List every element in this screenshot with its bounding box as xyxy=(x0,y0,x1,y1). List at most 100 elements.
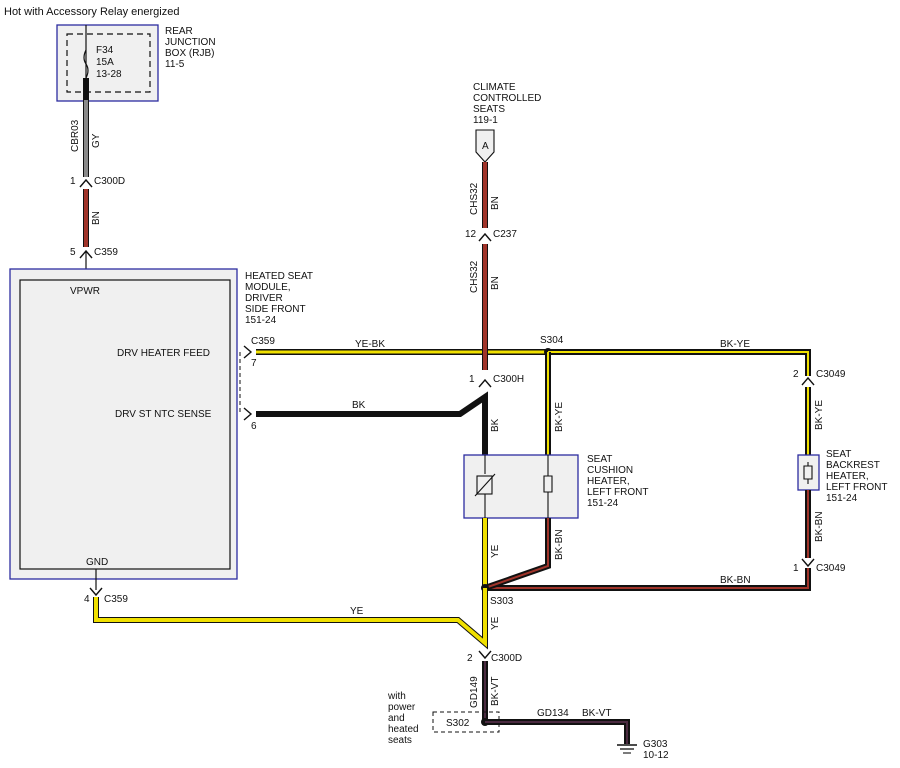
label-bk-vertical: BK xyxy=(490,418,501,432)
rjb-label-2: JUNCTION xyxy=(165,37,216,48)
connector-c3049-bottom-icon xyxy=(801,558,815,568)
module-pin-gnd: GND xyxy=(86,557,108,568)
connector-c3049-top-icon xyxy=(801,376,815,386)
label-ye-bk: YE-BK xyxy=(355,339,385,350)
wire-bk-ye-right xyxy=(548,349,811,376)
c300d-bottom-name: C300D xyxy=(491,653,522,664)
backrest-heater-element-icon xyxy=(803,462,813,484)
c300h-name: C300H xyxy=(493,374,524,385)
fuse-amps: 15A xyxy=(96,57,114,68)
label-gd134: GD134 xyxy=(537,708,569,719)
label-chs32-a: CHS32 xyxy=(469,182,480,215)
s302-note-5: seats xyxy=(388,735,412,746)
rjb-label-4: 11-5 xyxy=(165,59,185,70)
label-gy: GY xyxy=(91,133,102,148)
label-bk-ye-right: BK-YE xyxy=(814,400,825,430)
c359-gnd-name: C359 xyxy=(104,594,128,605)
cushion-label-4: LEFT FRONT xyxy=(587,487,648,498)
label-ye-lower: YE xyxy=(490,616,501,630)
module-label-3: DRIVER xyxy=(245,293,283,304)
c359-feed-name: C359 xyxy=(251,336,275,347)
splice-s304-label: S304 xyxy=(540,335,564,346)
c3049-bottom-name: C3049 xyxy=(816,563,846,574)
label-bk-bn-bottom: BK-BN xyxy=(720,575,751,586)
backrest-label-5: 151-24 xyxy=(826,493,858,504)
climate-label-3: SEATS xyxy=(473,104,505,115)
climate-label-4: 119-1 xyxy=(473,115,498,126)
cushion-label-3: HEATER, xyxy=(587,476,630,487)
label-bk-bn-vertical: BK-BN xyxy=(554,529,565,560)
splice-s303-label: S303 xyxy=(490,596,514,607)
module-label-2: MODULE, xyxy=(245,282,291,293)
label-bk-ye-vertical: BK-YE xyxy=(554,402,565,432)
c3049-top-pin: 2 xyxy=(793,369,799,380)
rjb-label-1: REAR xyxy=(165,26,193,37)
s302-note-4: heated xyxy=(388,724,419,735)
label-ye-bottom: YE xyxy=(350,606,364,617)
cushion-heater-element-icon xyxy=(543,455,553,518)
connector-c300d-bottom-icon xyxy=(478,650,492,660)
label-ye-vertical: YE xyxy=(490,544,501,558)
s302-note-2: power xyxy=(388,702,416,713)
climate-label-1: CLIMATE xyxy=(473,82,516,93)
label-bk-ye-top: BK-YE xyxy=(720,339,750,350)
connector-c300d-top-icon xyxy=(79,178,93,188)
backrest-heater-box xyxy=(797,454,820,491)
c300h-pin: 1 xyxy=(469,374,475,385)
ground-name: G303 xyxy=(643,739,668,750)
connector-c237-icon xyxy=(478,232,492,242)
label-bn-1: BN xyxy=(91,211,102,225)
connector-c359-top-icon xyxy=(79,249,93,259)
module-label-1: HEATED SEAT xyxy=(245,271,313,282)
climate-connector-letter: A xyxy=(482,141,489,152)
connector-c359-gnd-icon xyxy=(89,587,103,597)
cushion-label-5: 151-24 xyxy=(587,498,619,509)
label-gd149: GD149 xyxy=(469,676,480,708)
rjb-label-3: BOX (RJB) xyxy=(165,48,214,59)
header-text: Hot with Accessory Relay energized xyxy=(4,6,179,18)
c237-pin: 12 xyxy=(465,229,477,240)
c300d-top-name: C300D xyxy=(94,176,125,187)
label-bk-vt: BK-VT xyxy=(490,677,501,706)
module-pin-feed: DRV HEATER FEED xyxy=(117,348,210,359)
label-chs32-b: CHS32 xyxy=(469,260,480,293)
wire-ye-bottom xyxy=(93,588,488,650)
connector-c300h-icon xyxy=(478,378,492,388)
module-label-4: SIDE FRONT xyxy=(245,304,306,315)
cushion-heater-box xyxy=(463,454,579,519)
c237-name: C237 xyxy=(493,229,517,240)
c3049-bottom-pin: 1 xyxy=(793,563,799,574)
fuse-name: F34 xyxy=(96,45,114,56)
label-cbr03: CBR03 xyxy=(70,119,81,152)
label-bn-2: BN xyxy=(490,196,501,210)
wire-gd134-bk-vt xyxy=(485,719,630,744)
module-pin-vpwr: VPWR xyxy=(70,286,100,297)
c3049-top-name: C3049 xyxy=(816,369,846,380)
splice-s302-label: S302 xyxy=(446,718,470,729)
c359-top-pin: 5 xyxy=(70,247,76,258)
ntc-pin: 6 xyxy=(251,421,257,432)
fuse-ref: 13-28 xyxy=(96,69,122,80)
c300d-top-pin: 1 xyxy=(70,176,76,187)
connector-c359-feed-icon xyxy=(243,345,253,359)
ground-icon xyxy=(617,744,637,754)
backrest-label-3: HEATER, xyxy=(826,471,869,482)
label-bk-vt-h: BK-VT xyxy=(582,708,611,719)
rjb-box xyxy=(56,24,159,102)
ground-ref: 10-12 xyxy=(643,750,669,761)
c359-feed-pin: 7 xyxy=(251,358,257,369)
wire-bk-ntc xyxy=(256,391,488,455)
climate-connector-icon xyxy=(475,129,495,163)
backrest-label-4: LEFT FRONT xyxy=(826,482,887,493)
module-inner-box xyxy=(19,279,231,570)
s302-note-3: and xyxy=(388,713,405,724)
label-bk-bn-right: BK-BN xyxy=(814,511,825,542)
cushion-label-1: SEAT xyxy=(587,454,612,465)
label-bn-3: BN xyxy=(490,276,501,290)
climate-label-2: CONTROLLED xyxy=(473,93,541,104)
rjb-inner-dashed xyxy=(66,33,151,93)
c359-top-name: C359 xyxy=(94,247,118,258)
connector-ntc-icon xyxy=(243,407,253,421)
module-pin-ntc: DRV ST NTC SENSE xyxy=(115,409,212,420)
s302-dashed-box xyxy=(432,711,500,733)
